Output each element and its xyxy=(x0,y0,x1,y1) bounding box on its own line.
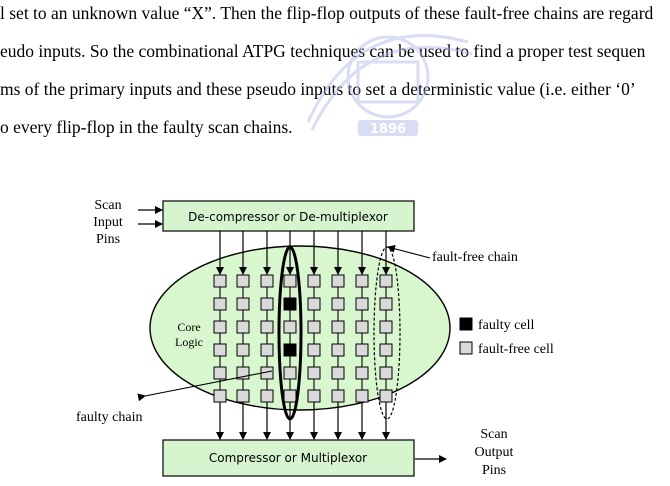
decompressor-box xyxy=(162,200,415,232)
fault-free-cell xyxy=(213,297,227,311)
fault-free-cell xyxy=(283,389,297,403)
fault-free-chain-label: fault-free chain xyxy=(432,250,518,265)
fault-free-cell xyxy=(213,343,227,357)
fault-free-cell xyxy=(283,366,297,380)
fault-free-cell xyxy=(236,389,250,403)
decompressor-label: De-compressor or De-multiplexor xyxy=(188,210,388,224)
fault-free-cell xyxy=(307,297,321,311)
fault-free-cell xyxy=(331,366,345,380)
watermark-year: 1896 xyxy=(370,122,406,137)
fault-free-cell xyxy=(213,320,227,334)
fault-free-cell xyxy=(307,320,321,334)
fault-free-cell xyxy=(283,320,297,334)
fault-free-cell xyxy=(331,320,345,334)
compressor-label: Compressor or Multiplexor xyxy=(209,451,367,465)
fault-free-cell xyxy=(260,389,274,403)
fault-free-cell xyxy=(355,343,369,357)
legend-faulty-swatch xyxy=(459,317,473,331)
fault-free-cell xyxy=(236,274,250,288)
fault-free-cell xyxy=(213,274,227,288)
fault-free-cell xyxy=(260,274,274,288)
scan-input-label-2: Input xyxy=(93,215,123,230)
scan-chains xyxy=(213,231,393,440)
paragraph-line-3: ms of the primary inputs and these pseud… xyxy=(0,79,636,99)
fault-free-chain-pointer xyxy=(387,244,431,259)
fault-free-cell xyxy=(213,389,227,403)
fault-free-cell xyxy=(379,320,393,334)
legend-fault-free-label: fault-free cell xyxy=(478,342,554,357)
legend-faulty-label: faulty cell xyxy=(478,318,534,333)
fault-free-cell xyxy=(260,320,274,334)
core-logic-label-2: Logic xyxy=(175,335,203,349)
faulty-chain-pointer xyxy=(137,370,273,402)
fault-free-cell xyxy=(379,366,393,380)
fault-free-cell xyxy=(307,274,321,288)
fault-free-cell xyxy=(331,389,345,403)
fault-free-cell xyxy=(355,366,369,380)
faulty-cell xyxy=(283,297,297,311)
fault-free-cell xyxy=(355,297,369,311)
legend-fault-free-swatch xyxy=(459,341,473,355)
faulty-cell xyxy=(283,343,297,357)
fault-free-cell xyxy=(307,343,321,357)
fault-free-cell xyxy=(331,343,345,357)
scan-output-label-1: Scan xyxy=(480,427,507,442)
scan-input-label-1: Scan xyxy=(94,198,121,213)
scan-input-label-3: Pins xyxy=(96,232,120,247)
compressor-box xyxy=(162,439,415,477)
fault-free-chain-outline xyxy=(373,246,401,420)
scan-output-label-2: Output xyxy=(475,445,514,460)
fault-free-cell xyxy=(355,389,369,403)
fault-free-cell xyxy=(236,297,250,311)
fault-free-cell xyxy=(355,320,369,334)
fault-free-cell xyxy=(331,297,345,311)
paragraph-line-4: o every flip-flop in the faulty scan cha… xyxy=(0,117,293,137)
fault-free-cell xyxy=(379,274,393,288)
fault-free-cell xyxy=(260,343,274,357)
fault-free-cell xyxy=(236,343,250,357)
fault-free-cell xyxy=(236,320,250,334)
faulty-chain-outline xyxy=(277,245,303,421)
fault-free-cell xyxy=(379,297,393,311)
fault-free-cell xyxy=(260,297,274,311)
scan-output-label-3: Pins xyxy=(482,463,506,478)
fault-free-cell xyxy=(379,389,393,403)
paragraph-line-1: l set to an unknown value “X”. Then the … xyxy=(0,3,654,23)
faulty-chain-label: faulty chain xyxy=(76,410,142,425)
university-seal-watermark: 1896 xyxy=(306,34,473,137)
fault-free-cell xyxy=(213,366,227,380)
fault-free-cell xyxy=(331,274,345,288)
core-logic-label-1: Core xyxy=(177,320,200,334)
fault-free-cell xyxy=(307,366,321,380)
fault-free-cell xyxy=(283,274,297,288)
fault-free-cell xyxy=(355,274,369,288)
fault-free-cell xyxy=(307,389,321,403)
fault-free-cell xyxy=(379,343,393,357)
paragraph-line-2: eudo inputs. So the combinational ATPG t… xyxy=(0,41,646,61)
